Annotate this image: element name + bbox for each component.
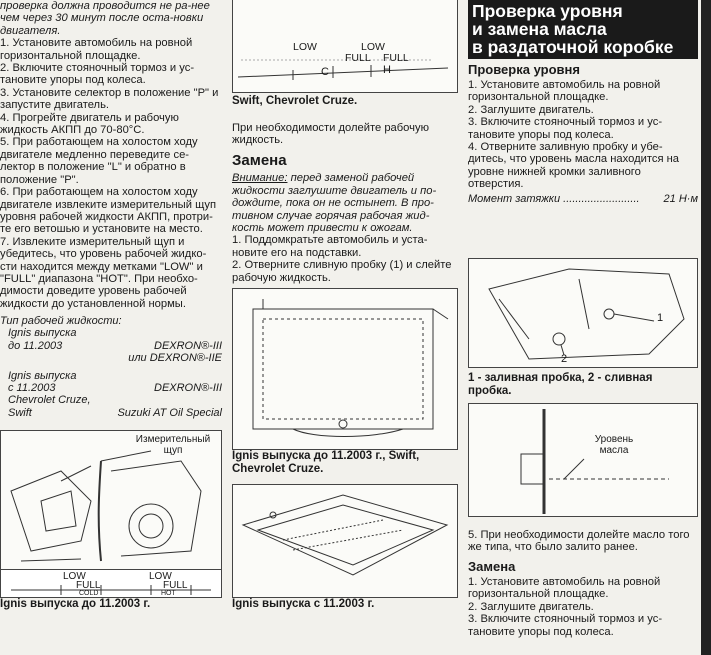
replace-oil-step-3: 3. Включите стояночный тормоз и ус-танов… bbox=[468, 613, 663, 638]
title-line-3: в раздаточной коробке bbox=[472, 37, 674, 57]
top-up-oil-text: 5. При необходимости долейте масло того … bbox=[468, 529, 690, 554]
top-up-text: При необходимости долейте рабочую жидкос… bbox=[232, 121, 429, 146]
oil-pan-caption-2: Ignis выпуска с 11.2003 г. bbox=[232, 598, 375, 610]
fluid-value: DEXRON®-III bbox=[154, 382, 222, 395]
fluid-spec: Тип рабочей жидкости: Ignis выпуска до 1… bbox=[0, 315, 222, 419]
subheading-check: Проверка уровня bbox=[468, 62, 580, 77]
warning-text: перед заменой рабочей жидкости заглушите… bbox=[232, 172, 437, 234]
fluid-date: с 11.2003 bbox=[8, 382, 56, 395]
oil-pan-figure-2 bbox=[232, 484, 458, 598]
page-edge bbox=[701, 0, 711, 655]
check-step-1: 1. Установите автомобиль на ровной гориз… bbox=[468, 79, 661, 104]
replace-oil-step-1: 1. Установите автомобиль на ровной гориз… bbox=[468, 576, 661, 601]
dipstick-marks-figure: LOW LOW FULL FULL C H bbox=[232, 0, 458, 93]
replace-step-2: 2. Отверните сливную пробку (1) и слейте… bbox=[232, 259, 452, 284]
torque-spec: Момент затяжки .........................… bbox=[468, 192, 698, 205]
check-step-4: 4. Отверните заливную пробку и убе-дитес… bbox=[468, 141, 680, 191]
torque-value: 21 Н·м bbox=[663, 192, 698, 205]
fluid-model: Ignis выпуска bbox=[8, 369, 77, 382]
full-label: FULL bbox=[76, 580, 101, 591]
c-label: C bbox=[321, 66, 329, 78]
intro-text: проверка должна проводится не ра-нее чем… bbox=[0, 0, 210, 37]
cold-label: COLD bbox=[79, 590, 99, 597]
callout-2: 2 bbox=[561, 353, 568, 365]
section-title: Проверка уровня и замена масла в раздато… bbox=[468, 0, 698, 59]
right-column: Проверка уровня и замена масла в раздато… bbox=[468, 0, 698, 638]
step-1: 1. Установите автомобиль на ровной гориз… bbox=[0, 37, 193, 62]
fluid-model-2: Swift bbox=[8, 406, 32, 419]
step-6: 6. При работающем на холостом ходу двига… bbox=[0, 186, 217, 236]
dipstick-marks-caption: Swift, Chevrolet Cruze. bbox=[232, 95, 358, 107]
low-label-2: LOW bbox=[149, 571, 172, 582]
middle-column: LOW LOW FULL FULL C H Swift, Chevrolet C… bbox=[232, 0, 458, 610]
step-2: 2. Включите стояночный тормоз и ус-танов… bbox=[0, 62, 195, 87]
low-label: LOW bbox=[63, 571, 86, 582]
fluid-model: Ignis выпуска bbox=[8, 327, 77, 340]
step-7: 7. Извлеките измерительный щуп и убедите… bbox=[0, 235, 207, 310]
dipstick-figure: Измерительный щуп LOW FULL LOW FULL COLD… bbox=[0, 430, 222, 598]
oil-pan-caption-1: Ignis выпуска до 11.2003 г., Swift, Chev… bbox=[232, 450, 420, 475]
replace-oil-step-2: 2. Заглушите двигатель. bbox=[468, 600, 594, 613]
dipstick-scale: LOW FULL LOW FULL COLD HOT bbox=[1, 569, 221, 597]
title-line-1: Проверка уровня bbox=[472, 1, 623, 21]
check-step-3: 3. Включите стояночный тормоз и ус-танов… bbox=[468, 116, 663, 141]
section-heading-replace: Замена bbox=[232, 152, 287, 170]
full-label-2: FULL bbox=[383, 52, 409, 64]
step-4: 4. Прогрейте двигатель и рабочую жидкост… bbox=[0, 111, 179, 137]
hot-label: HOT bbox=[161, 590, 176, 597]
oil-level-figure: Уровень масла bbox=[468, 403, 698, 517]
title-line-2: и замена масла bbox=[472, 19, 607, 39]
fluid-value-alt: или DEXRON®-IIE bbox=[128, 351, 222, 364]
h-label: H bbox=[383, 64, 391, 76]
oil-level-label: Уровень масла bbox=[594, 434, 634, 456]
left-column: проверка должна проводится не ра-нее чем… bbox=[0, 0, 222, 610]
fluid-model: Chevrolet Cruze, bbox=[8, 394, 91, 407]
dipstick-caption: Ignis выпуска до 11.2003 г. bbox=[0, 598, 151, 610]
transfer-case-caption: 1 - заливная пробка, 2 - сливная пробка. bbox=[468, 372, 653, 397]
full-label: FULL bbox=[345, 52, 371, 64]
low-label: LOW bbox=[293, 41, 317, 53]
callout-1: 1 bbox=[657, 312, 664, 324]
low-label-2: LOW bbox=[361, 41, 385, 53]
step-3: 3. Установите селектор в положение "P" и… bbox=[0, 86, 219, 112]
dipstick-label: Измерительный щуп bbox=[135, 434, 211, 456]
full-label-2: FULL bbox=[163, 580, 188, 591]
oil-pan-figure-1 bbox=[232, 288, 458, 450]
replace-section: Замена 1. Установите автомобиль на ровно… bbox=[468, 557, 696, 638]
fluid-date: до 11.2003 bbox=[8, 339, 63, 352]
warning-word: Внимание: bbox=[232, 172, 288, 185]
subheading-replace: Замена bbox=[468, 559, 516, 574]
fluid-title: Тип рабочей жидкости: bbox=[0, 315, 122, 328]
fluid-value: Suzuki AT Oil Special bbox=[117, 406, 222, 419]
transfer-case-figure: 1 2 bbox=[468, 258, 698, 368]
step-5: 5. При работающем на холостом ходу двига… bbox=[0, 136, 198, 186]
check-step-2: 2. Заглушите двигатель. bbox=[468, 103, 594, 116]
torque-label: Момент затяжки bbox=[468, 192, 561, 205]
replace-step-1: 1. Поддомкратьте автомобиль и уста-новит… bbox=[232, 234, 428, 259]
fluid-value: DEXRON®-III bbox=[154, 339, 222, 352]
